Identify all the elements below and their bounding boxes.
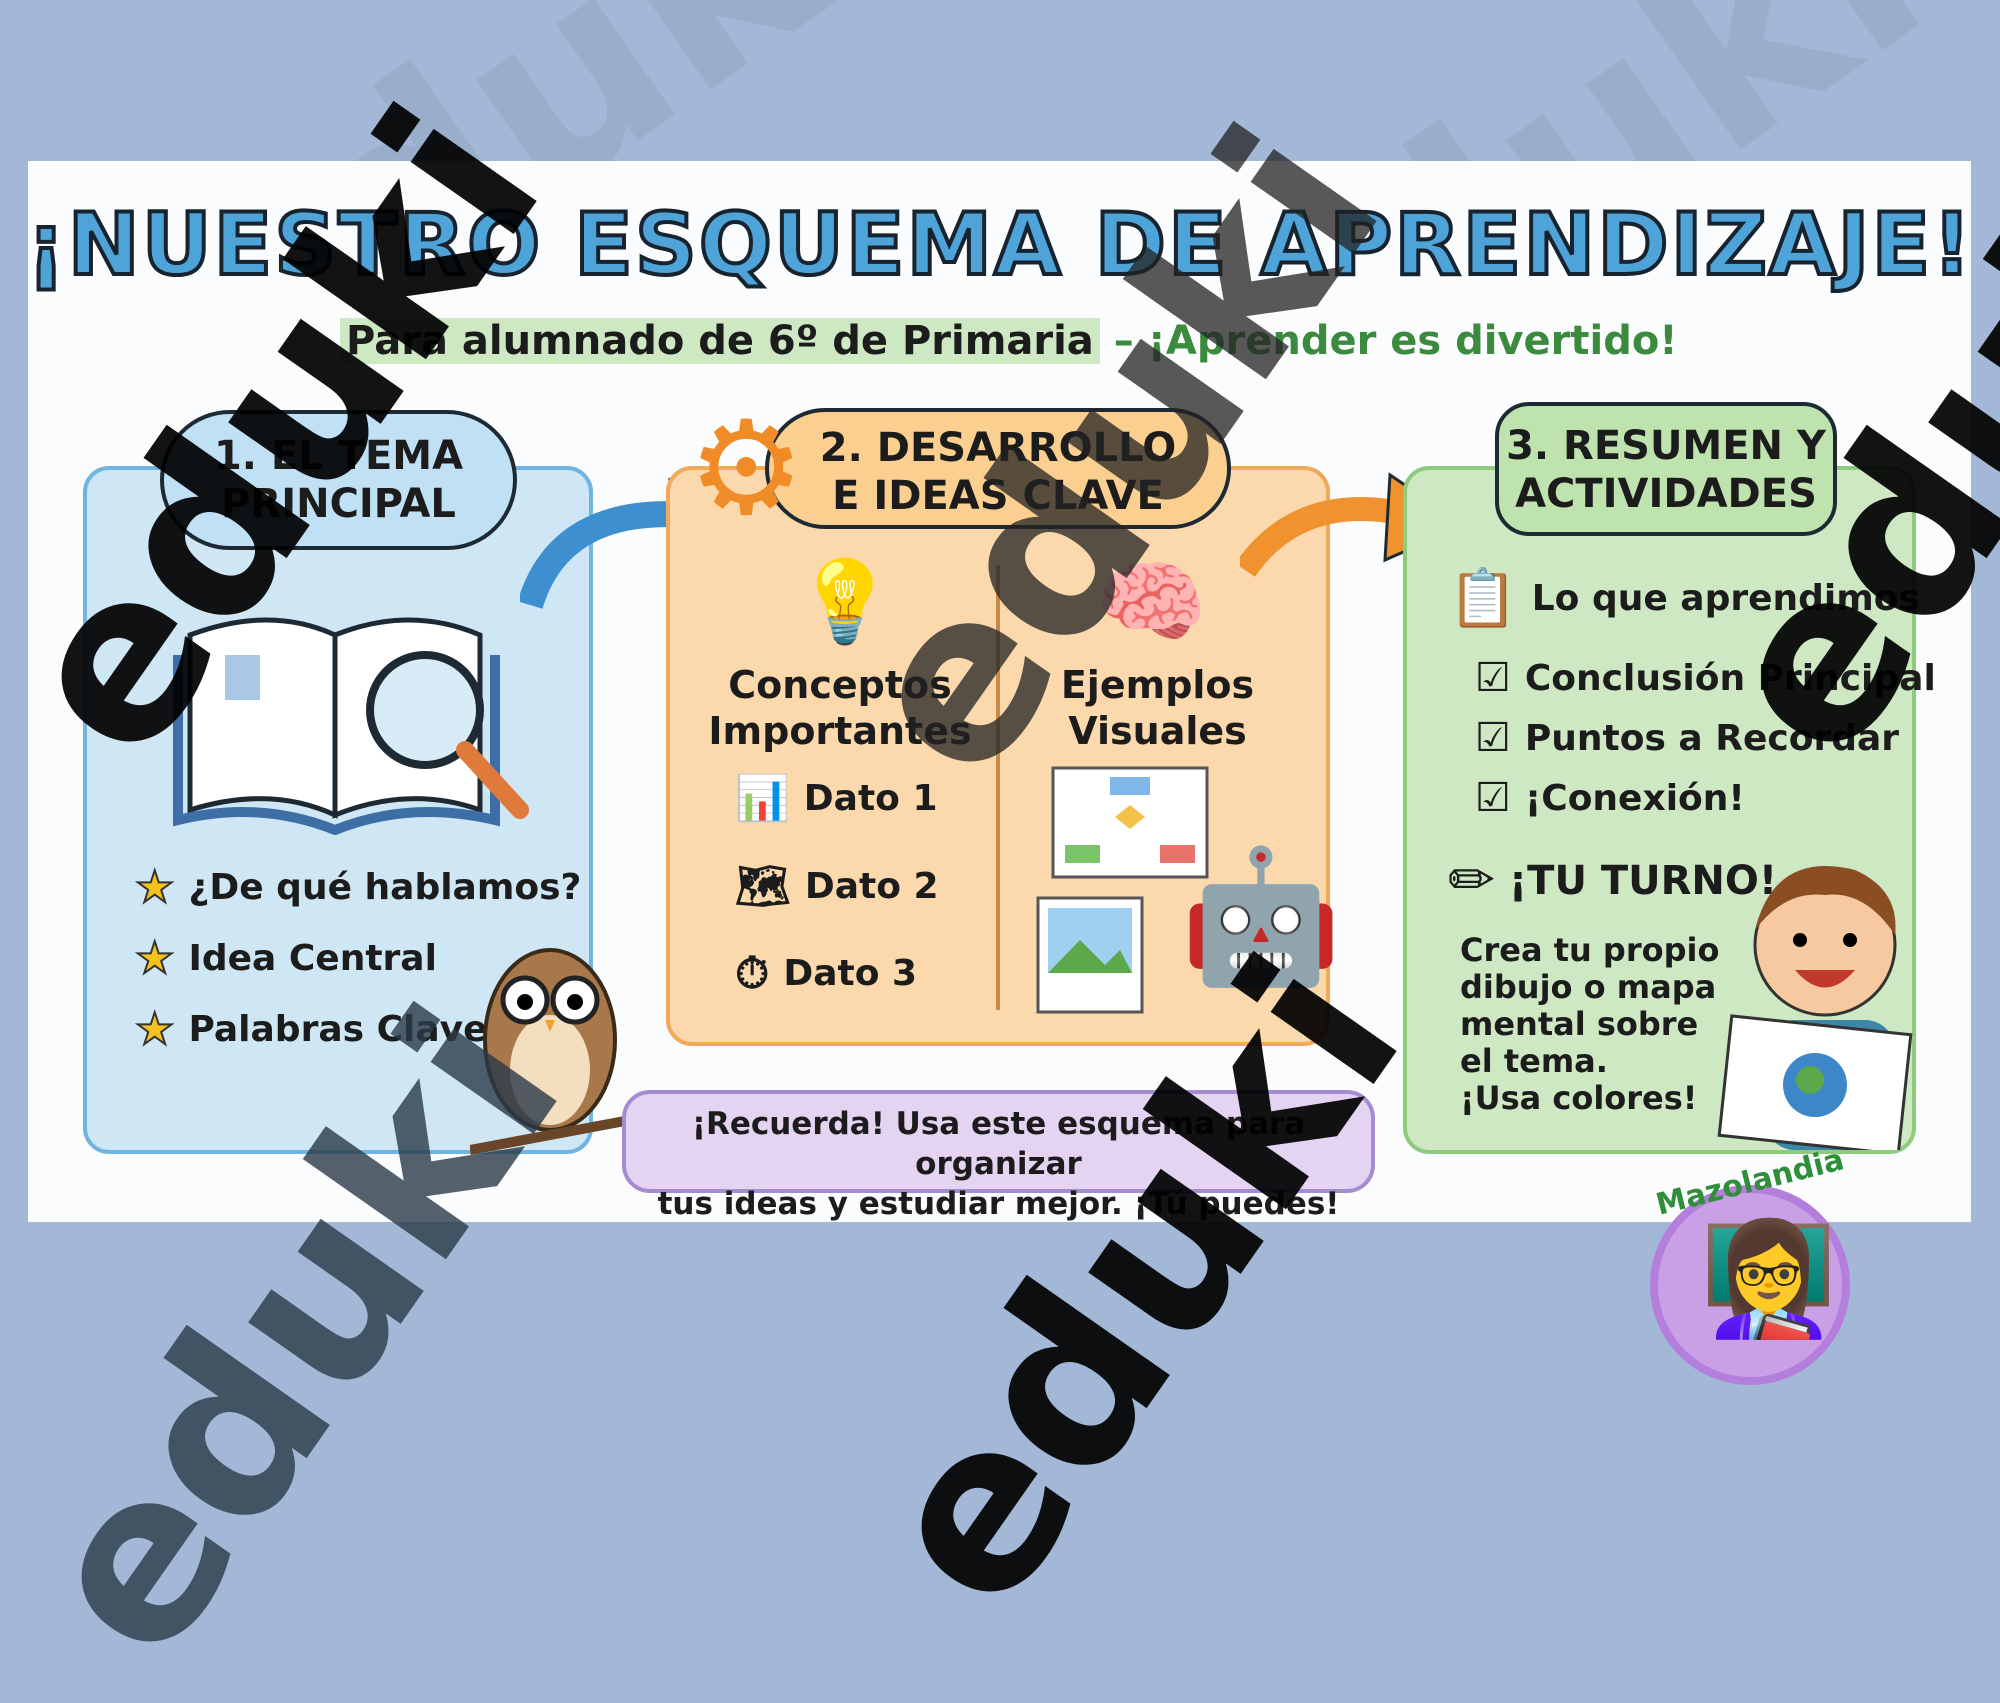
star-icon: ★	[134, 861, 175, 914]
note-line: tus ideas y estudiar mejor. ¡Tú puedes!	[657, 1186, 1340, 1222]
map-pin-icon: 🗺	[735, 861, 791, 912]
data-label: Dato 3	[783, 953, 918, 994]
header-line: 2. DESARROLLO	[819, 425, 1177, 471]
concepts-title: Conceptos Importantes	[708, 663, 972, 753]
turn-instructions: Crea tu propio dibujo o mapa mental sobr…	[1460, 932, 1719, 1117]
instruction-line: el tema.	[1460, 1042, 1608, 1080]
robot-icon: 🤖	[1180, 840, 1342, 992]
topic-label: Palabras Clave	[188, 1009, 488, 1050]
instruction-line: Crea tu propio	[1460, 931, 1720, 969]
stopwatch-icon: ⏱	[735, 948, 770, 999]
gear-icon: ⚙	[688, 392, 805, 544]
lightbulb-icon: 💡	[795, 555, 895, 648]
boy-with-drawing-icon	[1717, 866, 1913, 1150]
picture-icon	[1036, 896, 1144, 1014]
topic-label: Idea Central	[188, 938, 437, 979]
owl-icon	[470, 948, 630, 1155]
brain-icon: 🧠	[1095, 550, 1208, 655]
star-icon: ★	[134, 1003, 175, 1056]
checkbox-checked-icon: ☑	[1475, 775, 1511, 821]
header-line: 3. RESUMEN Y	[1506, 423, 1826, 469]
header-line: ACTIVIDADES	[1515, 471, 1817, 517]
teacher-avatar-icon: 👩‍🏫	[1700, 1215, 1837, 1343]
visual-examples-title: Ejemplos Visuales	[1060, 663, 1255, 753]
topic-label: ¿De qué hablamos?	[188, 867, 582, 908]
column-divider	[996, 565, 1000, 1010]
open-book-magnifier-icon	[173, 617, 529, 835]
header-line: E IDEAS CLAVE	[832, 473, 1164, 519]
topic-item: ★ Idea Central	[134, 932, 581, 985]
topic-item: ★ Palabras Clave	[134, 1003, 581, 1056]
star-icon: ★	[134, 932, 175, 985]
pencil-icon: ✏	[1448, 848, 1495, 913]
checklist: ☑ Conclusión Principal ☑ Puntos a Recordar…	[1475, 655, 1936, 821]
checklist-label: Conclusión Principal	[1524, 657, 1936, 699]
checkbox-checked-icon: ☑	[1475, 715, 1511, 761]
subtitle: Para alumnado de 6º de Primaria – ¡Apren…	[340, 318, 1678, 364]
checklist-item: ☑ ¡Conexión!	[1475, 775, 1936, 821]
data-list: 📊 Dato 1 🗺 Dato 2 ⏱ Dato 3	[735, 772, 939, 999]
data-label: Dato 2	[804, 865, 939, 907]
instruction-line: dibujo o mapa	[1460, 968, 1717, 1006]
checklist-item: ☑ Conclusión Principal	[1475, 655, 1936, 701]
learned-heading: 📋 Lo que aprendimos	[1448, 565, 1920, 631]
reminder-note: ¡Recuerda! Usa este esquema para organiz…	[622, 1090, 1375, 1222]
learned-title: Lo que aprendimos	[1531, 577, 1920, 619]
flowchart-icon	[1051, 766, 1209, 879]
mazolandia-logo	[1650, 1185, 1850, 1385]
clipboard-icon: 📋	[1448, 566, 1518, 631]
data-label: Dato 1	[803, 777, 938, 819]
page-title: ¡NUESTRO ESQUEMA DE APRENDIZAJE!	[25, 193, 1974, 297]
note-line: ¡Recuerda! Usa este esquema para organiz…	[691, 1106, 1306, 1182]
subtitle-audience: Para alumnado de 6º de Primaria	[340, 318, 1100, 364]
bar-chart-icon: 📊	[735, 773, 790, 824]
subtitle-slogan: – ¡Aprender es divertido!	[1099, 318, 1678, 364]
checklist-item: ☑ Puntos a Recordar	[1475, 715, 1936, 761]
data-item: 🗺 Dato 2	[735, 860, 939, 912]
instruction-line: mental sobre	[1460, 1005, 1699, 1043]
turn-title: ¡TU TURNO!	[1508, 857, 1778, 904]
instruction-line: ¡Usa colores!	[1460, 1079, 1698, 1117]
data-item: 📊 Dato 1	[735, 772, 939, 824]
checklist-label: ¡Conexión!	[1524, 777, 1745, 819]
checkbox-checked-icon: ☑	[1475, 655, 1511, 701]
section-main-topic-header: 1. EL TEMA PRINCIPAL	[160, 410, 517, 550]
checklist-label: Puntos a Recordar	[1524, 717, 1900, 759]
topic-list: ★ ¿De qué hablamos? ★ Idea Central ★ Palabr…	[134, 861, 582, 1056]
turn-heading: ✏ ¡TU TURNO!	[1448, 848, 1777, 913]
topic-item: ★ ¿De qué hablamos?	[134, 861, 582, 914]
data-item: ⏱ Dato 3	[735, 948, 939, 999]
